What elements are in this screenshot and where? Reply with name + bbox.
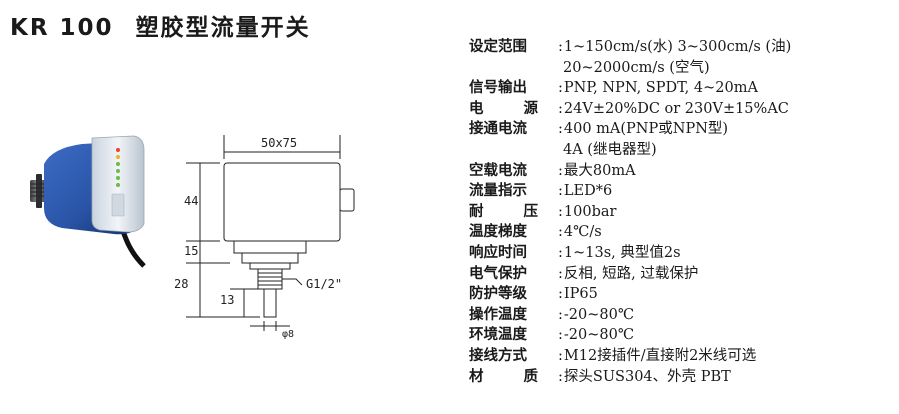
spec-list: 设定范围:1~150cm/s(水) 3~300cm/s (油) 20~2000c… (469, 37, 894, 387)
spec-label: 防护等级 (469, 286, 527, 303)
dim-width-label: 50x75 (261, 136, 297, 150)
spec-value: 24V±20%DC or 230V±15%AC (563, 100, 789, 117)
spec-value: 1~150cm/s(水) 3~300cm/s (油) (563, 39, 792, 55)
dim-nut-label: 15 (184, 244, 198, 258)
spec-value: 探头SUS304、外壳 PBT (563, 368, 731, 385)
spec-label: 接线方式 (469, 347, 527, 364)
spec-value: 1~13s, 典型值2s (563, 244, 681, 261)
spec-value-continued: 4A (继电器型) (563, 141, 657, 158)
spec-row-switch-current: 接通电流:400 mA(PNP或NPN型) (469, 119, 894, 140)
spec-row-response-time: 响应时间:1~13s, 典型值2s (469, 243, 894, 264)
dim-probe-label: 13 (220, 293, 234, 307)
spec-value: -20~80℃ (563, 327, 635, 344)
spec-label: 信号输出 (469, 80, 527, 97)
spec-label: 响应时间 (469, 244, 527, 261)
spec-row-material: 材质:探头SUS304、外壳 PBT (469, 367, 894, 388)
spec-label: 电源 (469, 100, 578, 117)
spec-row-temp-gradient: 温度梯度:4℃/s (469, 222, 894, 243)
spec-label: 温度梯度 (469, 224, 527, 241)
spec-row-setting-range: 设定范围:1~150cm/s(水) 3~300cm/s (油) (469, 37, 894, 58)
product-name: 塑胶型流量开关 (135, 15, 311, 41)
spec-row-pressure: 耐压:100bar (469, 202, 894, 223)
led-indicators (115, 147, 121, 188)
spec-label: 操作温度 (469, 306, 527, 323)
spec-value: IP65 (563, 286, 598, 303)
spec-row-wiring: 接线方式:M12接插件/直接附2米线可选 (469, 346, 894, 367)
spec-row-operating-temp: 操作温度:-20~80℃ (469, 305, 894, 326)
thread-size-label: G1/2" (306, 277, 342, 291)
spec-row-signal-output: 信号输出:PNP, NPN, SPDT, 4~20mA (469, 78, 894, 99)
dim-height-label: 44 (184, 194, 198, 208)
spec-row-power: 电源:24V±20%DC or 230V±15%AC (469, 99, 894, 120)
spec-value: 最大80mA (563, 162, 636, 179)
housing-outline (223, 162, 341, 242)
spec-row-electrical-protection: 电气保护:反相, 短路, 过载保护 (469, 264, 894, 285)
spec-value: PNP, NPN, SPDT, 4~20mA (563, 80, 758, 97)
spec-value: 反相, 短路, 过载保护 (563, 265, 699, 282)
connector-outline (339, 188, 355, 212)
spec-value: 100bar (563, 203, 617, 220)
probe-diameter-label: φ8 (282, 329, 294, 340)
page-title: KR 100 塑胶型流量开关 (10, 8, 311, 42)
spec-row-idle-current: 空载电流:最大80mA (469, 161, 894, 182)
spec-label: 接通电流 (469, 121, 527, 138)
spec-label: 电气保护 (469, 265, 527, 282)
dimension-drawing: 50x75 44 15 28 13 G1/2" φ8 (174, 135, 355, 340)
spec-label: 设定范围 (469, 39, 527, 55)
spec-label: 耐压 (469, 203, 578, 220)
spec-value: M12接插件/直接附2米线可选 (563, 347, 757, 364)
spec-value: 400 mA(PNP或NPN型) (563, 121, 729, 138)
spec-row-protection-class: 防护等级:IP65 (469, 284, 894, 305)
spec-value-continued: 20~2000cm/s (空气) (563, 59, 710, 76)
spec-value: -20~80℃ (563, 306, 635, 323)
spec-row-ambient-temp: 环境温度:-20~80℃ (469, 325, 894, 346)
spec-label: 流量指示 (469, 183, 527, 200)
spec-value: 4℃/s (563, 224, 602, 241)
thread-fitting (30, 174, 46, 208)
spec-row-flow-indication: 流量指示:LED*6 (469, 181, 894, 202)
product-photo (30, 135, 146, 268)
spec-label: 空载电流 (469, 162, 527, 179)
model-number: KR 100 (10, 15, 114, 41)
spec-value: LED*6 (563, 183, 613, 200)
spec-label: 材质 (469, 368, 578, 385)
spec-label: 环境温度 (469, 327, 527, 344)
label-plate (111, 193, 125, 217)
dim-thread-label: 28 (174, 277, 188, 291)
